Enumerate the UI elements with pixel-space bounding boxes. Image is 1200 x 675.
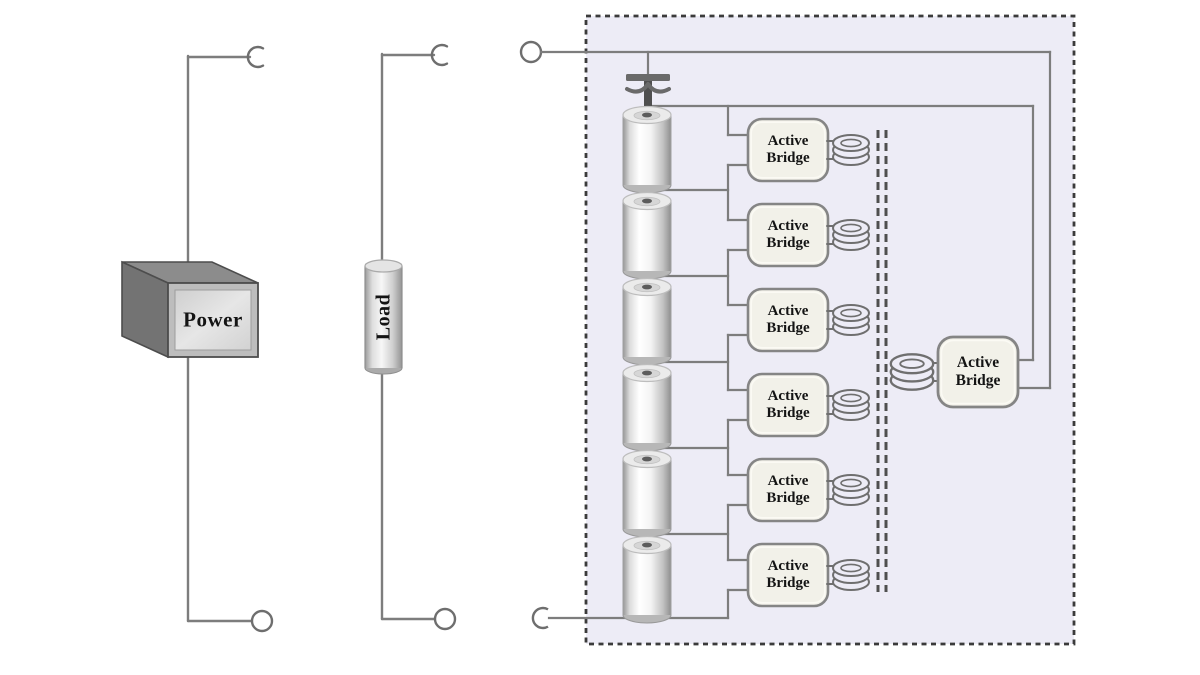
module-coil-icon bbox=[832, 134, 870, 166]
panel-negative-terminal-icon bbox=[531, 606, 549, 630]
battery-cell-6 bbox=[622, 535, 672, 624]
power-box-front-panel bbox=[174, 289, 252, 351]
battery-cell-5 bbox=[622, 449, 672, 538]
central-bridge-box-inner bbox=[940, 339, 1016, 405]
module-coils bbox=[826, 134, 870, 591]
cell-connector-nub bbox=[644, 80, 652, 118]
load-branch bbox=[364, 43, 457, 631]
central-bridge bbox=[889, 335, 1020, 409]
central-coil-icon bbox=[889, 353, 935, 391]
battery-cell-3 bbox=[622, 277, 672, 366]
active-bridge-3-box bbox=[746, 287, 830, 353]
load-cylinder bbox=[364, 259, 403, 375]
load-positive-terminal-icon bbox=[430, 43, 449, 67]
power-box bbox=[121, 260, 259, 359]
battery-cell-4 bbox=[622, 363, 672, 452]
battery-cell-1 bbox=[622, 105, 672, 194]
active-bridge-1-box bbox=[746, 117, 830, 183]
central-bridge-box bbox=[936, 335, 1020, 409]
power-source-branch bbox=[121, 45, 274, 633]
power-positive-terminal-icon bbox=[246, 45, 265, 69]
module-coil-icon bbox=[832, 389, 870, 421]
active-bridge-5-box bbox=[746, 457, 830, 523]
stack-terminal-symbol bbox=[625, 74, 671, 94]
isolation-dashed-bus bbox=[876, 130, 888, 592]
panel-positive-terminal-icon bbox=[519, 40, 543, 64]
load-negative-terminal-icon bbox=[433, 607, 457, 631]
module-coil-icon bbox=[832, 559, 870, 591]
clamp-bar-icon bbox=[626, 74, 670, 81]
active-bridge-2-box bbox=[746, 202, 830, 268]
clamp-spring-icon bbox=[625, 82, 671, 94]
active-bridge-6-box bbox=[746, 542, 830, 608]
battery-cell-2 bbox=[622, 191, 672, 280]
module-coil-icon bbox=[832, 474, 870, 506]
panel-wiring bbox=[539, 50, 1052, 620]
active-bridge-4-box bbox=[746, 372, 830, 438]
converter-panel bbox=[519, 14, 1076, 646]
module-coil-icon bbox=[832, 219, 870, 251]
power-negative-terminal-icon bbox=[250, 609, 274, 633]
module-coil-icon bbox=[832, 304, 870, 336]
